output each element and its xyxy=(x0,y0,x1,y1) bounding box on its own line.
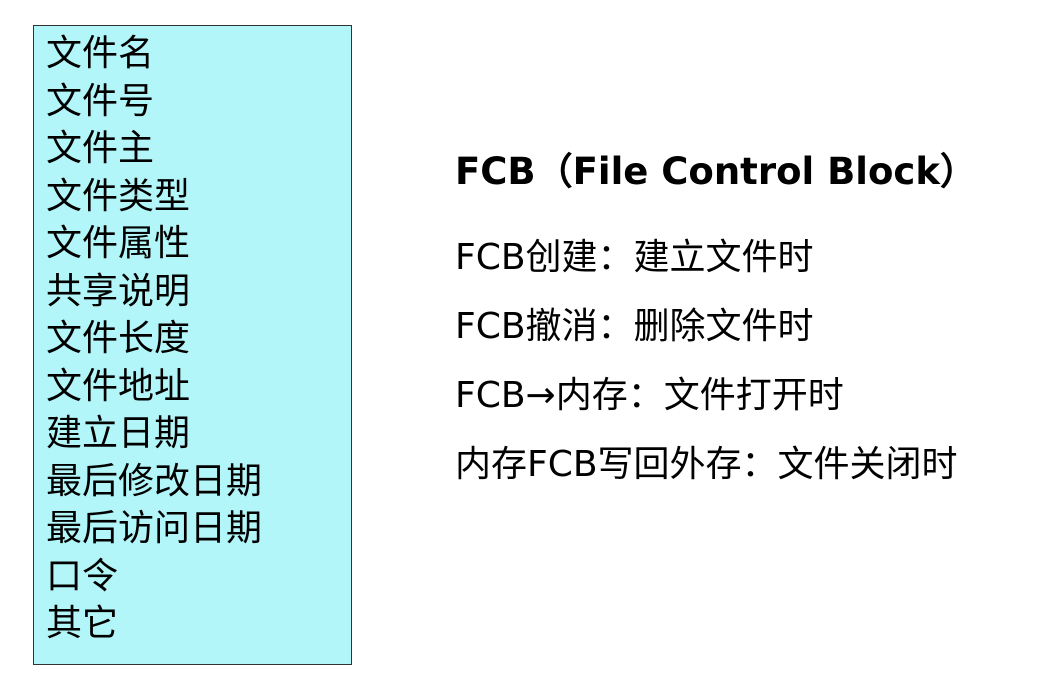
fcb-field: 文件长度 xyxy=(46,318,191,359)
fcb-event-item: FCB→内存：文件打开时 xyxy=(455,375,844,416)
fcb-fields-box xyxy=(33,25,352,665)
fcb-field: 文件名 xyxy=(46,33,155,74)
fcb-field: 文件类型 xyxy=(46,175,191,217)
fcb-description-panel: FCB（File Control Block） FCB创建：建立文件时 FCB撤… xyxy=(455,148,1035,510)
fcb-field: 共享说明 xyxy=(46,270,191,312)
fcb-field: 最后修改日期 xyxy=(46,460,263,502)
fcb-event-item: FCB创建：建立文件时 xyxy=(455,237,814,278)
fcb-field: 建立日期 xyxy=(46,413,191,454)
fcb-field: 文件主 xyxy=(46,128,155,169)
fcb-event-item: FCB撤消：删除文件时 xyxy=(455,306,814,347)
fcb-field: 文件号 xyxy=(46,80,155,122)
fcb-title: FCB（File Control Block） xyxy=(455,150,977,193)
fcb-field: 口令 xyxy=(46,555,119,597)
fcb-field: 其它 xyxy=(46,603,119,644)
fcb-field-list: 文件名 文件号 文件主 文件类型 文件属性 共享说明 文件长度 文件地址 建立日… xyxy=(46,30,262,648)
fcb-event-list: FCB创建：建立文件时 FCB撤消：删除文件时 FCB→内存：文件打开时 内存F… xyxy=(455,234,1035,489)
fcb-field: 文件属性 xyxy=(46,223,191,264)
fcb-field: 最后访问日期 xyxy=(46,508,263,549)
fcb-event-item: 内存FCB写回外存：文件关闭时 xyxy=(455,444,958,485)
fcb-field: 文件地址 xyxy=(46,365,191,407)
